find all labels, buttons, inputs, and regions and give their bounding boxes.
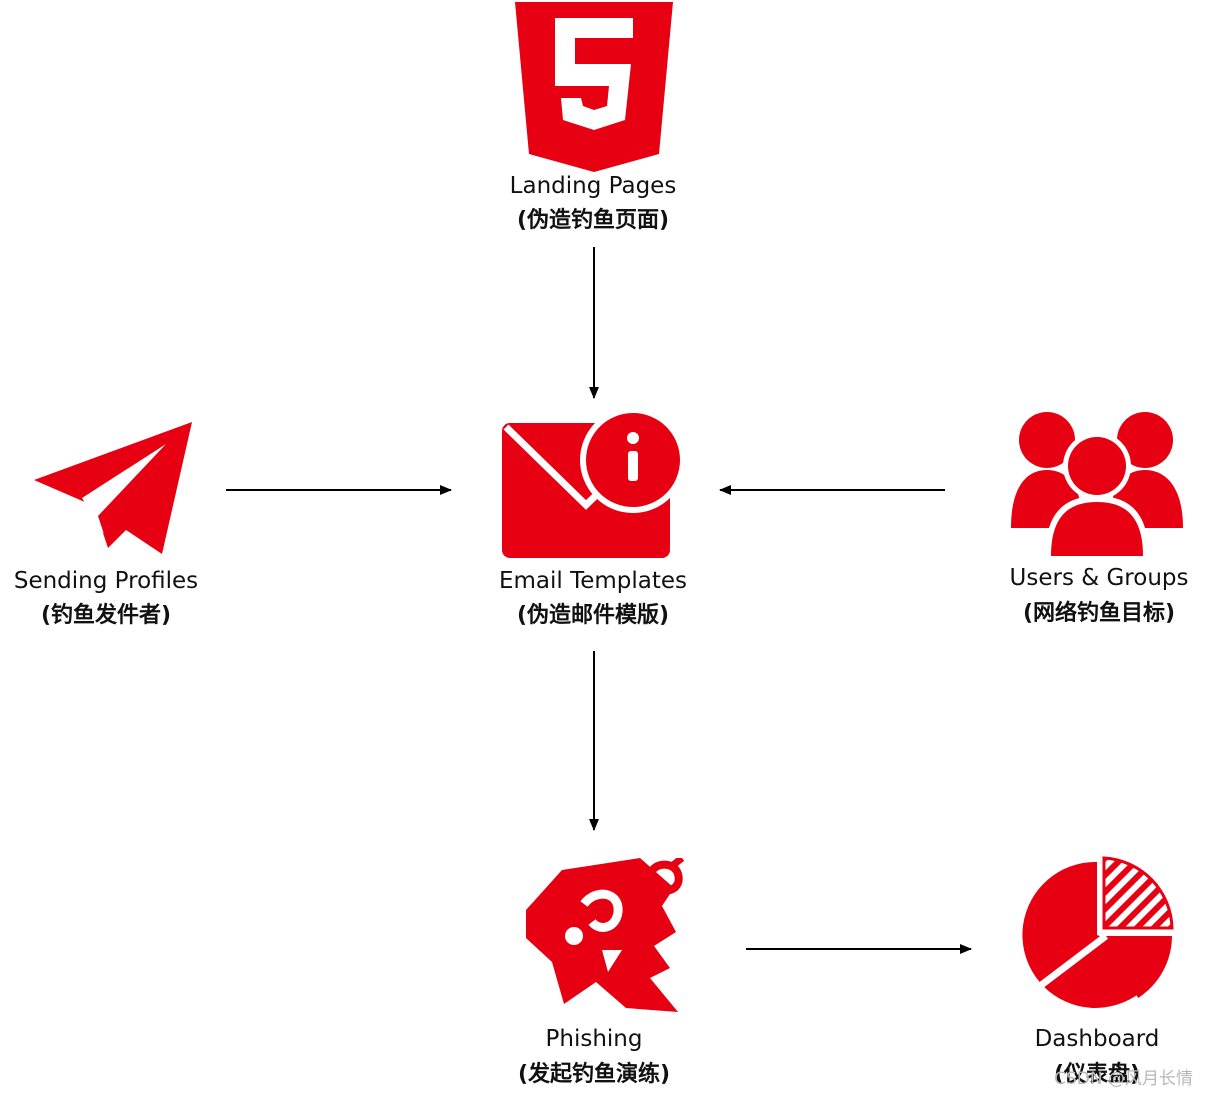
mail-info-icon <box>502 407 686 558</box>
users-groups-label: Users & Groups <box>1009 565 1189 591</box>
landing-pages-sublabel: (伪造钓鱼页面) <box>516 208 670 233</box>
email-templates-label: Email Templates <box>498 568 688 594</box>
pie-chart-icon <box>1022 856 1174 1008</box>
sending-profiles-label: Sending Profiles <box>13 568 199 594</box>
phishing-sublabel: (发起钓鱼演练) <box>517 1062 671 1087</box>
watermark: CSDN @风月长情 <box>1054 1069 1193 1089</box>
phishing-label: Phishing <box>545 1026 643 1052</box>
paper-plane-icon <box>34 422 192 554</box>
dashboard-label: Dashboard <box>1034 1026 1160 1052</box>
landing-pages-label: Landing Pages <box>509 173 677 199</box>
dashboard-sublabel: (仪表盘) <box>1053 1062 1141 1087</box>
email-templates-sublabel: (伪造邮件模版) <box>516 603 670 628</box>
user-group-icon <box>1011 412 1183 558</box>
users-groups-sublabel: (网络钓鱼目标) <box>1022 601 1176 626</box>
html5-icon <box>515 2 673 172</box>
sending-profiles-sublabel: (钓鱼发件者) <box>40 603 172 628</box>
phishing-fish-icon <box>526 858 685 1012</box>
